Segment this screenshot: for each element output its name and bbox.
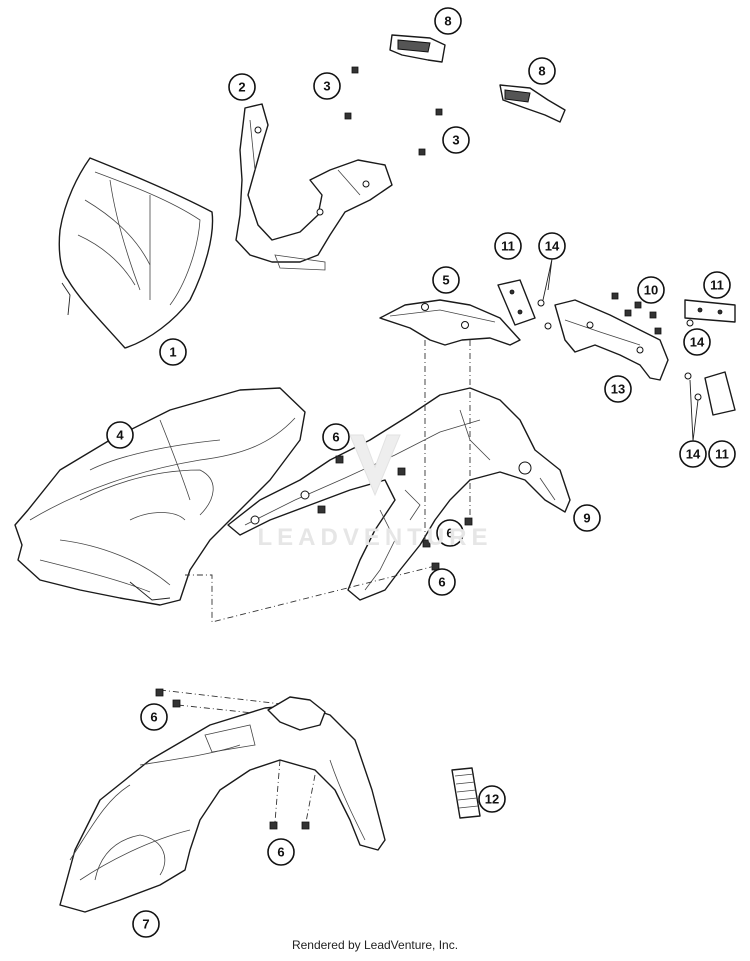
part-clamp-8-upper[interactable] xyxy=(389,34,446,63)
svg-text:4: 4 xyxy=(116,428,124,443)
callout-8-upper[interactable]: 8 xyxy=(434,7,462,35)
callout-6-subframe-mid[interactable]: 6 xyxy=(436,519,464,547)
part-plate-holder-13[interactable] xyxy=(554,299,669,381)
svg-text:3: 3 xyxy=(323,79,330,94)
svg-text:6: 6 xyxy=(332,430,339,445)
callout-7[interactable]: 7 xyxy=(132,910,160,938)
part-bolts-6-upper[interactable] xyxy=(317,455,473,571)
callout-14-lower[interactable]: 14 xyxy=(679,440,707,468)
svg-text:11: 11 xyxy=(710,278,724,293)
svg-text:6: 6 xyxy=(150,710,157,725)
part-mounting-plate[interactable] xyxy=(379,299,521,346)
svg-text:3: 3 xyxy=(452,133,459,148)
svg-text:10: 10 xyxy=(644,283,658,298)
callout-10[interactable]: 10 xyxy=(637,276,665,304)
svg-text:14: 14 xyxy=(690,335,705,350)
svg-text:14: 14 xyxy=(545,239,560,254)
part-decal-12[interactable] xyxy=(451,767,481,819)
callout-6-fender-left[interactable]: 6 xyxy=(140,703,168,731)
svg-text:6: 6 xyxy=(446,526,453,541)
callout-6-subframe-low[interactable]: 6 xyxy=(428,568,456,596)
callout-6-subframe-top[interactable]: 6 xyxy=(322,423,350,451)
callout-4[interactable]: 4 xyxy=(106,421,134,449)
callout-5[interactable]: 5 xyxy=(432,266,460,294)
svg-text:11: 11 xyxy=(715,447,729,462)
svg-text:9: 9 xyxy=(583,511,590,526)
svg-text:12: 12 xyxy=(485,792,499,807)
svg-text:6: 6 xyxy=(277,845,284,860)
part-washers-14[interactable] xyxy=(537,299,702,401)
svg-text:8: 8 xyxy=(538,64,545,79)
callout-1[interactable]: 1 xyxy=(159,338,187,366)
svg-text:8: 8 xyxy=(444,14,451,29)
svg-text:13: 13 xyxy=(611,382,625,397)
callout-11-lower[interactable]: 11 xyxy=(708,440,736,468)
svg-text:11: 11 xyxy=(501,239,515,254)
svg-text:6: 6 xyxy=(438,575,445,590)
callout-14-upper-left[interactable]: 14 xyxy=(538,232,566,260)
callout-11-upper-left[interactable]: 11 xyxy=(494,232,522,260)
part-rear-fender[interactable] xyxy=(14,387,306,606)
callout-12[interactable]: 12 xyxy=(478,785,506,813)
callout-6-fender-bottom[interactable]: 6 xyxy=(267,838,295,866)
part-screws-3[interactable] xyxy=(344,66,443,156)
svg-text:5: 5 xyxy=(442,273,449,288)
leader-lines xyxy=(542,258,699,442)
part-reflector-11-lower[interactable] xyxy=(704,371,736,416)
callout-14-upper-right[interactable]: 14 xyxy=(683,328,711,356)
assembly-lines xyxy=(159,340,471,823)
svg-text:7: 7 xyxy=(142,917,149,932)
part-headlight-mask[interactable] xyxy=(58,157,214,349)
callout-8-lower[interactable]: 8 xyxy=(528,57,556,85)
callout-3-lower[interactable]: 3 xyxy=(442,126,470,154)
svg-text:14: 14 xyxy=(686,447,701,462)
svg-text:2: 2 xyxy=(238,80,245,95)
footer-credit: Rendered by LeadVenture, Inc. xyxy=(291,938,459,952)
part-clamp-8-lower[interactable] xyxy=(499,84,566,123)
part-headlight-bracket[interactable] xyxy=(235,103,393,271)
callout-2[interactable]: 2 xyxy=(228,73,256,101)
callout-9[interactable]: 9 xyxy=(573,504,601,532)
part-reflector-11-upper-right[interactable] xyxy=(684,299,736,323)
svg-text:1: 1 xyxy=(169,345,176,360)
part-reflector-11-upper-left[interactable] xyxy=(497,279,536,326)
callout-11-upper-right[interactable]: 11 xyxy=(703,271,731,299)
part-screws-10[interactable] xyxy=(611,292,662,335)
callout-3-upper[interactable]: 3 xyxy=(313,72,341,100)
callout-13[interactable]: 13 xyxy=(604,375,632,403)
part-front-fender[interactable] xyxy=(59,688,386,913)
